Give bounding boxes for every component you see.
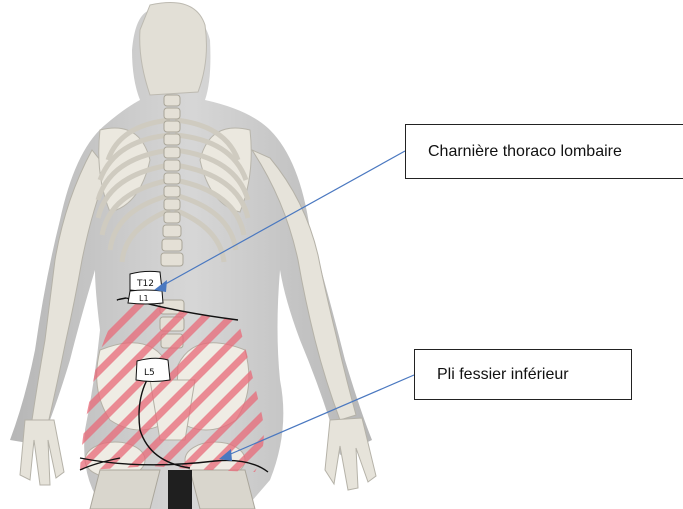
skull [140, 3, 207, 96]
l1-mark: L1 [128, 290, 163, 304]
callout-thoraco-lumbar-junction: Charnière thoraco lombaire [405, 124, 683, 179]
l5-label: L5 [144, 368, 155, 378]
callout-gluteal-fold-label: Pli fessier inférieur [437, 366, 569, 384]
t12-label: T12 [136, 279, 154, 289]
l1-label: L1 [139, 294, 149, 303]
l5-mark: L5 [136, 358, 170, 381]
callout-thoraco-lumbar-label: Charnière thoraco lombaire [428, 143, 622, 161]
garment-strip [168, 470, 192, 509]
callout-inferior-gluteal-fold: Pli fessier inférieur [414, 349, 632, 400]
